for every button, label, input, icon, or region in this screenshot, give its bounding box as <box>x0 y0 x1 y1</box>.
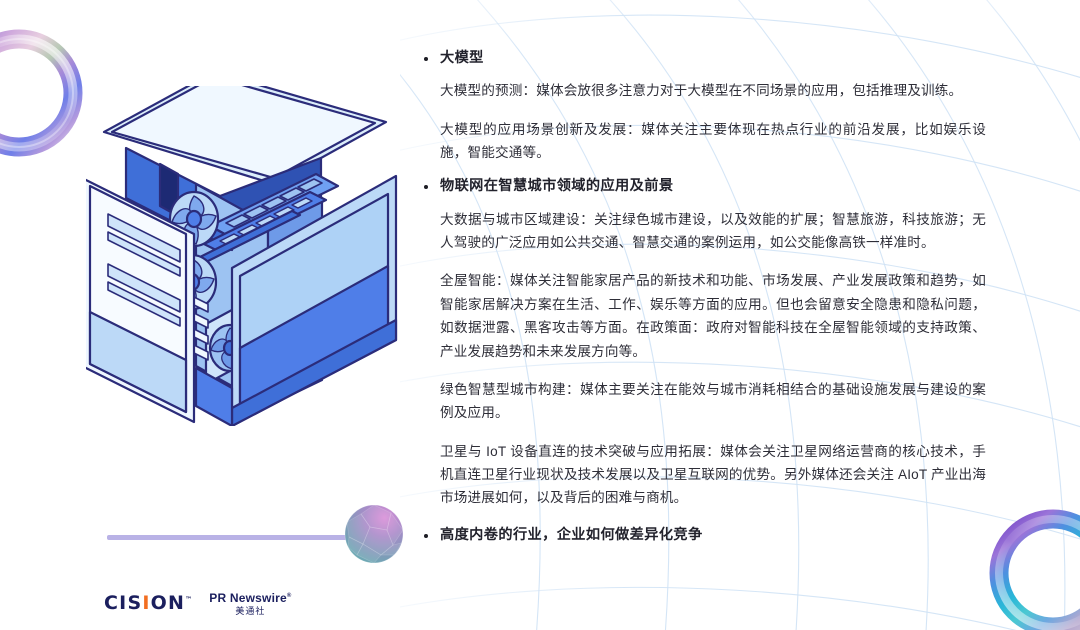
pr-newswire-cn: 美通社 <box>235 605 266 616</box>
paragraph: 全屋智能：媒体关注智能家居产品的新技术和功能、市场发展、产业发展政策和趋势，如智… <box>440 273 986 359</box>
accent-line <box>107 535 352 540</box>
section-heading-row: 物联网在智慧城市领域的应用及前景 <box>424 176 986 197</box>
pr-newswire-en: PR Newswire® <box>209 590 292 605</box>
faceted-sphere <box>344 504 404 564</box>
cision-letter-s: S <box>127 592 143 615</box>
content-column: 大模型 大模型的预测：媒体会放很多注意力对于大模型在不同场景的应用，包括推理及训… <box>424 48 986 556</box>
bullet-icon <box>424 185 428 190</box>
paragraph: 绿色智慧型城市构建：媒体主要关注在能效与城市消耗相结合的基础设施发展与建设的案例… <box>440 381 986 421</box>
section-heading-row: 大模型 <box>424 48 986 69</box>
spacer <box>424 512 986 525</box>
case-right-panel <box>230 174 398 426</box>
section-differentiated-competition: 高度内卷的行业，企业如何做差异化竞争 <box>424 525 986 546</box>
pr-newswire-trademark: ® <box>286 592 292 599</box>
cision-trademark: ™ <box>185 596 194 605</box>
section-heading-row: 高度内卷的行业，企业如何做差异化竞争 <box>424 525 986 546</box>
footer-logo: CISION™ PR Newswire® 美通社 <box>104 590 292 616</box>
section-heading: 高度内卷的行业，企业如何做差异化竞争 <box>440 526 703 543</box>
section-iot-smart-city: 物联网在智慧城市领域的应用及前景 大数据与城市区域建设：关注绿色城市建设，以及效… <box>424 176 986 509</box>
section-heading: 物联网在智慧城市领域的应用及前景 <box>440 178 674 195</box>
paragraph: 大模型的应用场景创新及发展：媒体关注主要体现在热点行业的前沿发展，比如娱乐设施，… <box>440 121 986 161</box>
bullet-icon <box>424 57 428 61</box>
section-large-models: 大模型 大模型的预测：媒体会放很多注意力对于大模型在不同场景的应用，包括推理及训… <box>424 48 986 164</box>
case-base <box>194 366 234 426</box>
case-left-panel <box>86 178 196 424</box>
cision-wordmark: CISION™ <box>104 594 193 613</box>
cision-letter-c: C <box>104 592 120 615</box>
cision-letter-o: O <box>150 592 168 615</box>
decorative-ring-top-left <box>0 29 83 157</box>
cision-letter-n: N <box>167 592 186 615</box>
cision-letter-i: I <box>119 592 128 615</box>
pc-tower-illustration <box>86 86 398 426</box>
paragraph: 大数据与城市区域建设：关注绿色城市建设，以及效能的扩展；智慧旅游，科技旅游；无人… <box>440 211 986 251</box>
pr-newswire-lockup: PR Newswire® 美通社 <box>209 590 292 616</box>
motherboard-slots <box>196 172 340 264</box>
decorative-ring-bottom-right <box>989 509 1080 630</box>
bullet-icon <box>424 533 428 538</box>
spacer <box>424 166 986 176</box>
section-heading: 大模型 <box>440 50 484 66</box>
cision-letter-i-accent: I <box>142 592 151 615</box>
paragraph: 卫星与 IoT 设备直连的技术突破与应用拓展：媒体会关注卫星网络运营商的核心技术… <box>440 443 986 506</box>
paragraph: 大模型的预测：媒体会放很多注意力对于大模型在不同场景的应用，包括推理及训练。 <box>440 83 963 99</box>
